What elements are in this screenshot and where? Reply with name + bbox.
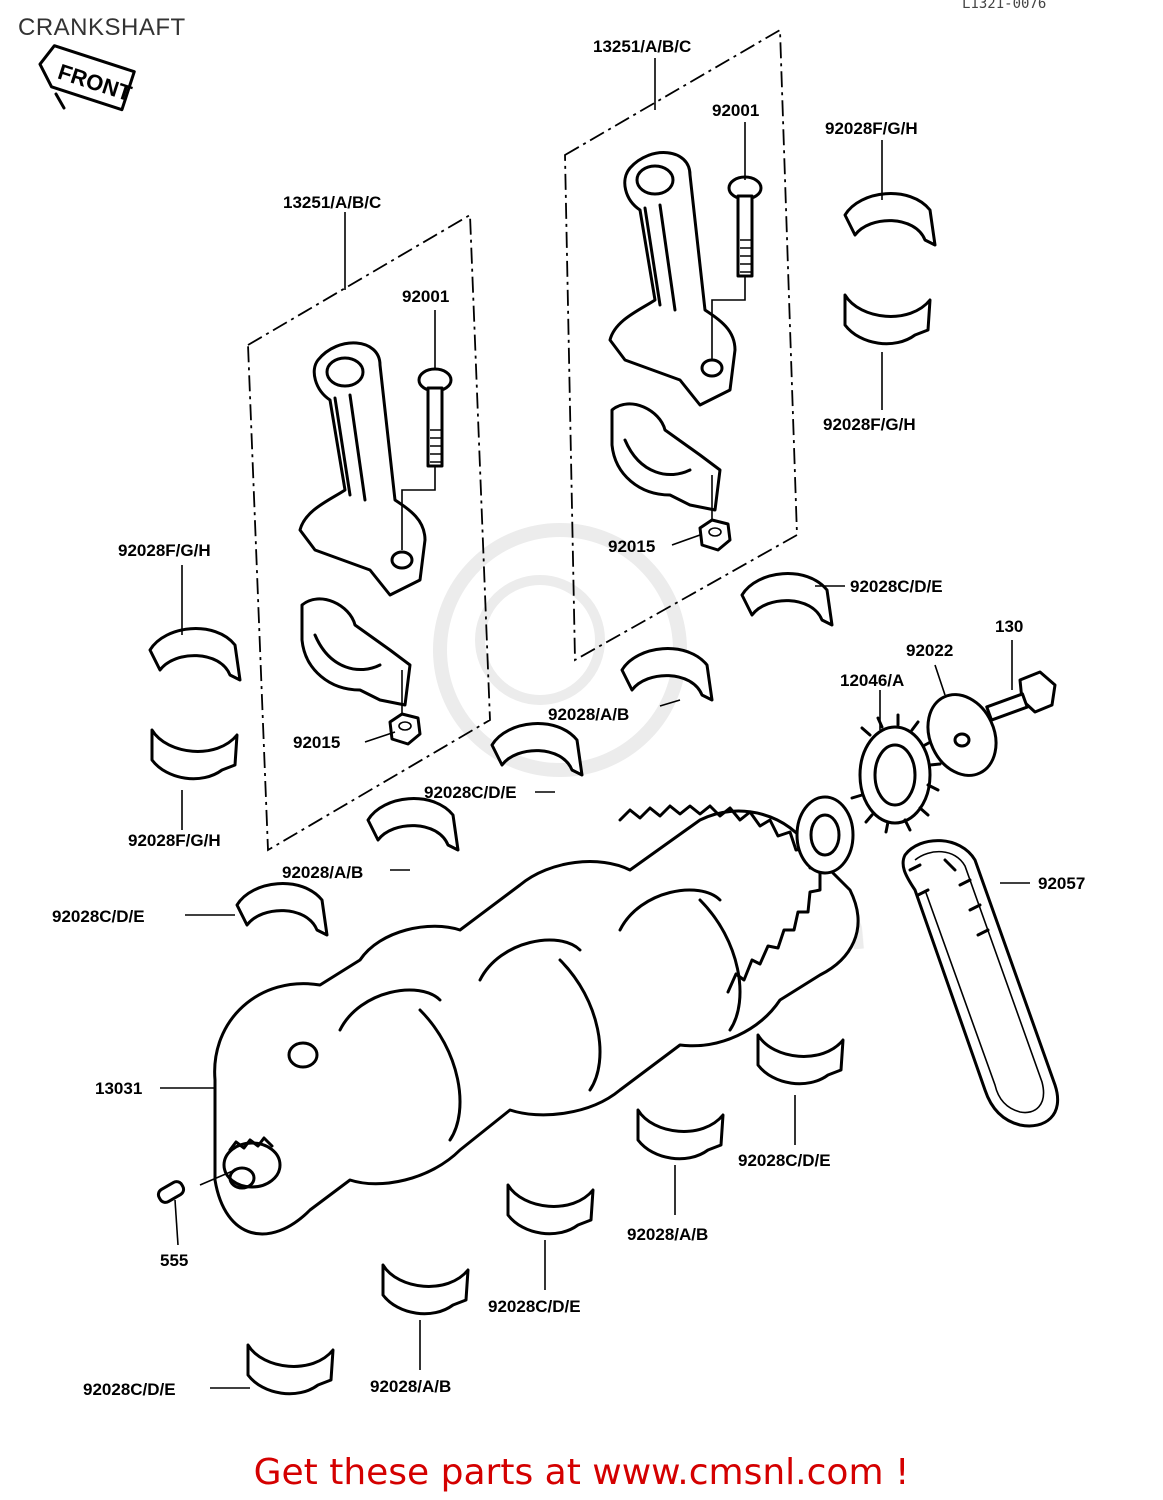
- page-title: CRANKSHAFT: [18, 14, 186, 41]
- rod-set-left-outline: [247, 213, 491, 852]
- front-direction-badge: FRONT: [38, 44, 136, 112]
- label-main-bearing-1: 92028C/D/E: [850, 577, 943, 596]
- label-rod-bearing-top-right-lower: 92028F/G/H: [823, 415, 916, 434]
- label-main-bearing-2: 92028/A/B: [548, 705, 629, 724]
- crankshaft: [213, 795, 860, 1236]
- sprocket: [850, 713, 942, 834]
- bolt-left: [401, 367, 453, 550]
- nut-right: [698, 475, 732, 552]
- label-nut-right: 92015: [608, 537, 655, 556]
- label-main-bearing-4: 92028/A/B: [282, 863, 363, 882]
- label-lower-bearing-4: 92028/A/B: [370, 1377, 451, 1396]
- label-rod-bearing-top-right-upper: 92028F/G/H: [825, 119, 918, 138]
- connecting-rod-left: [298, 341, 427, 707]
- label-sprocket: 12046/A: [840, 671, 904, 690]
- leader-lines: [160, 58, 1030, 1389]
- diagram-reference-code: L1321-0076: [962, 0, 1047, 12]
- bearing-shells: [148, 192, 937, 1396]
- label-pin: 555: [160, 1251, 188, 1270]
- label-rod-set-left: 13251/A/B/C: [283, 193, 381, 212]
- sprocket-bolt: [985, 670, 1057, 722]
- cam-chain: [901, 839, 1060, 1128]
- label-lower-bearing-1: 92028C/D/E: [738, 1151, 831, 1170]
- bolt-right: [711, 175, 763, 360]
- label-main-bearing-3: 92028C/D/E: [424, 783, 517, 802]
- label-lower-bearing-5: 92028C/D/E: [83, 1380, 176, 1399]
- label-sprocket-bolt: 130: [995, 617, 1023, 636]
- label-lower-bearing-3: 92028C/D/E: [488, 1297, 581, 1316]
- label-washer: 92022: [906, 641, 953, 660]
- connecting-rod-right: [608, 151, 737, 512]
- nut-left: [388, 670, 422, 746]
- label-nut-left: 92015: [293, 733, 340, 752]
- dowel-pin: [156, 1180, 186, 1204]
- label-rod-bearing-left-upper: 92028F/G/H: [118, 541, 211, 560]
- part-labels: 13251/A/B/C 92001 92028F/G/H 92028F/G/H …: [52, 37, 1085, 1399]
- label-chain: 92057: [1038, 874, 1085, 893]
- label-lower-bearing-2: 92028/A/B: [627, 1225, 708, 1244]
- label-crankshaft: 13031: [95, 1079, 142, 1098]
- label-rod-bearing-left-lower: 92028F/G/H: [128, 831, 221, 850]
- label-main-bearing-5: 92028C/D/E: [52, 907, 145, 926]
- label-bolt-right: 92001: [712, 101, 759, 120]
- promo-link[interactable]: Get these parts at www.cmsnl.com !: [253, 1452, 910, 1493]
- label-bolt-left: 92001: [402, 287, 449, 306]
- label-rod-set-right: 13251/A/B/C: [593, 37, 691, 56]
